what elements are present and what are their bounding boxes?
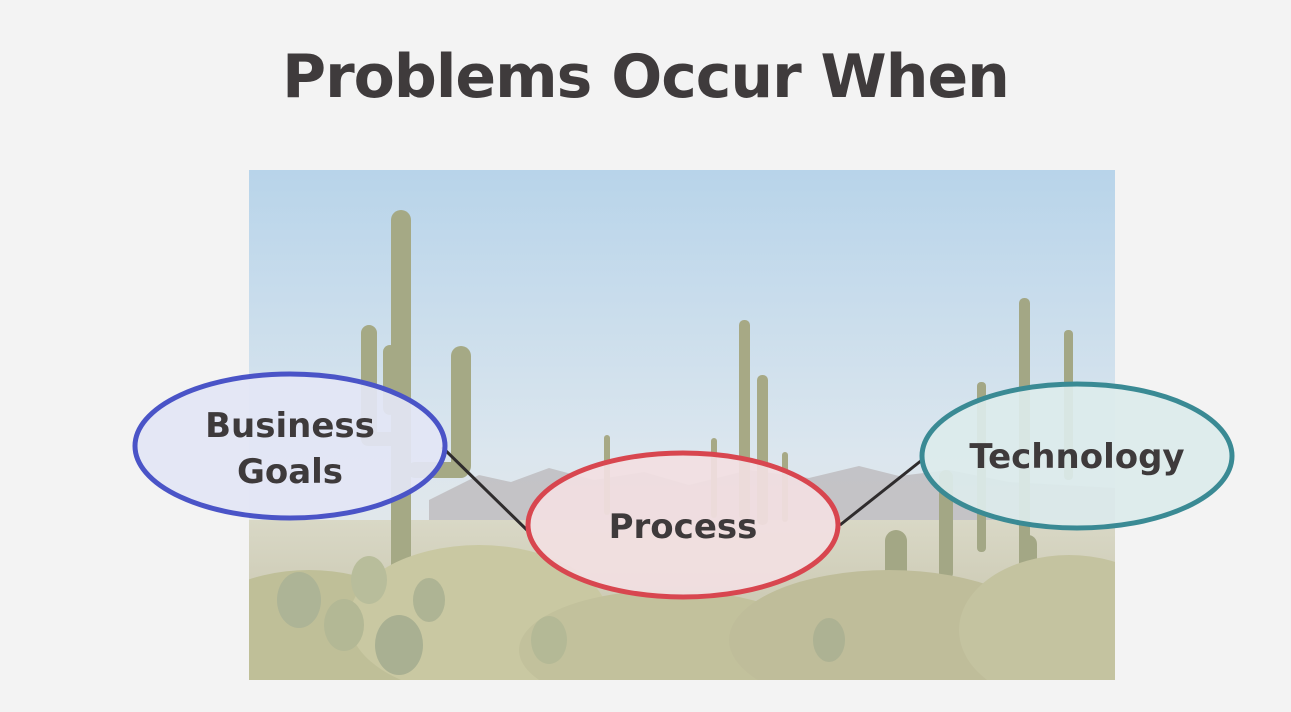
node-technology: Technology [919, 381, 1235, 531]
node-process: Process [525, 450, 841, 600]
technology-ellipse [919, 381, 1235, 531]
node-business-goals: Business Goals [132, 371, 448, 521]
foreground-brush [249, 545, 1115, 680]
process-ellipse [525, 450, 841, 600]
business-goals-label-line-2: Goals [237, 452, 343, 492]
technology-label: Technology [969, 437, 1184, 477]
process-label: Process [609, 507, 758, 547]
connector-business-process [440, 445, 532, 535]
slide-title: Problems Occur When [282, 42, 1010, 112]
connector-process-technology [839, 458, 923, 527]
business-goals-label-line-1: Business [205, 406, 375, 446]
business-goals-ellipse [132, 371, 448, 521]
